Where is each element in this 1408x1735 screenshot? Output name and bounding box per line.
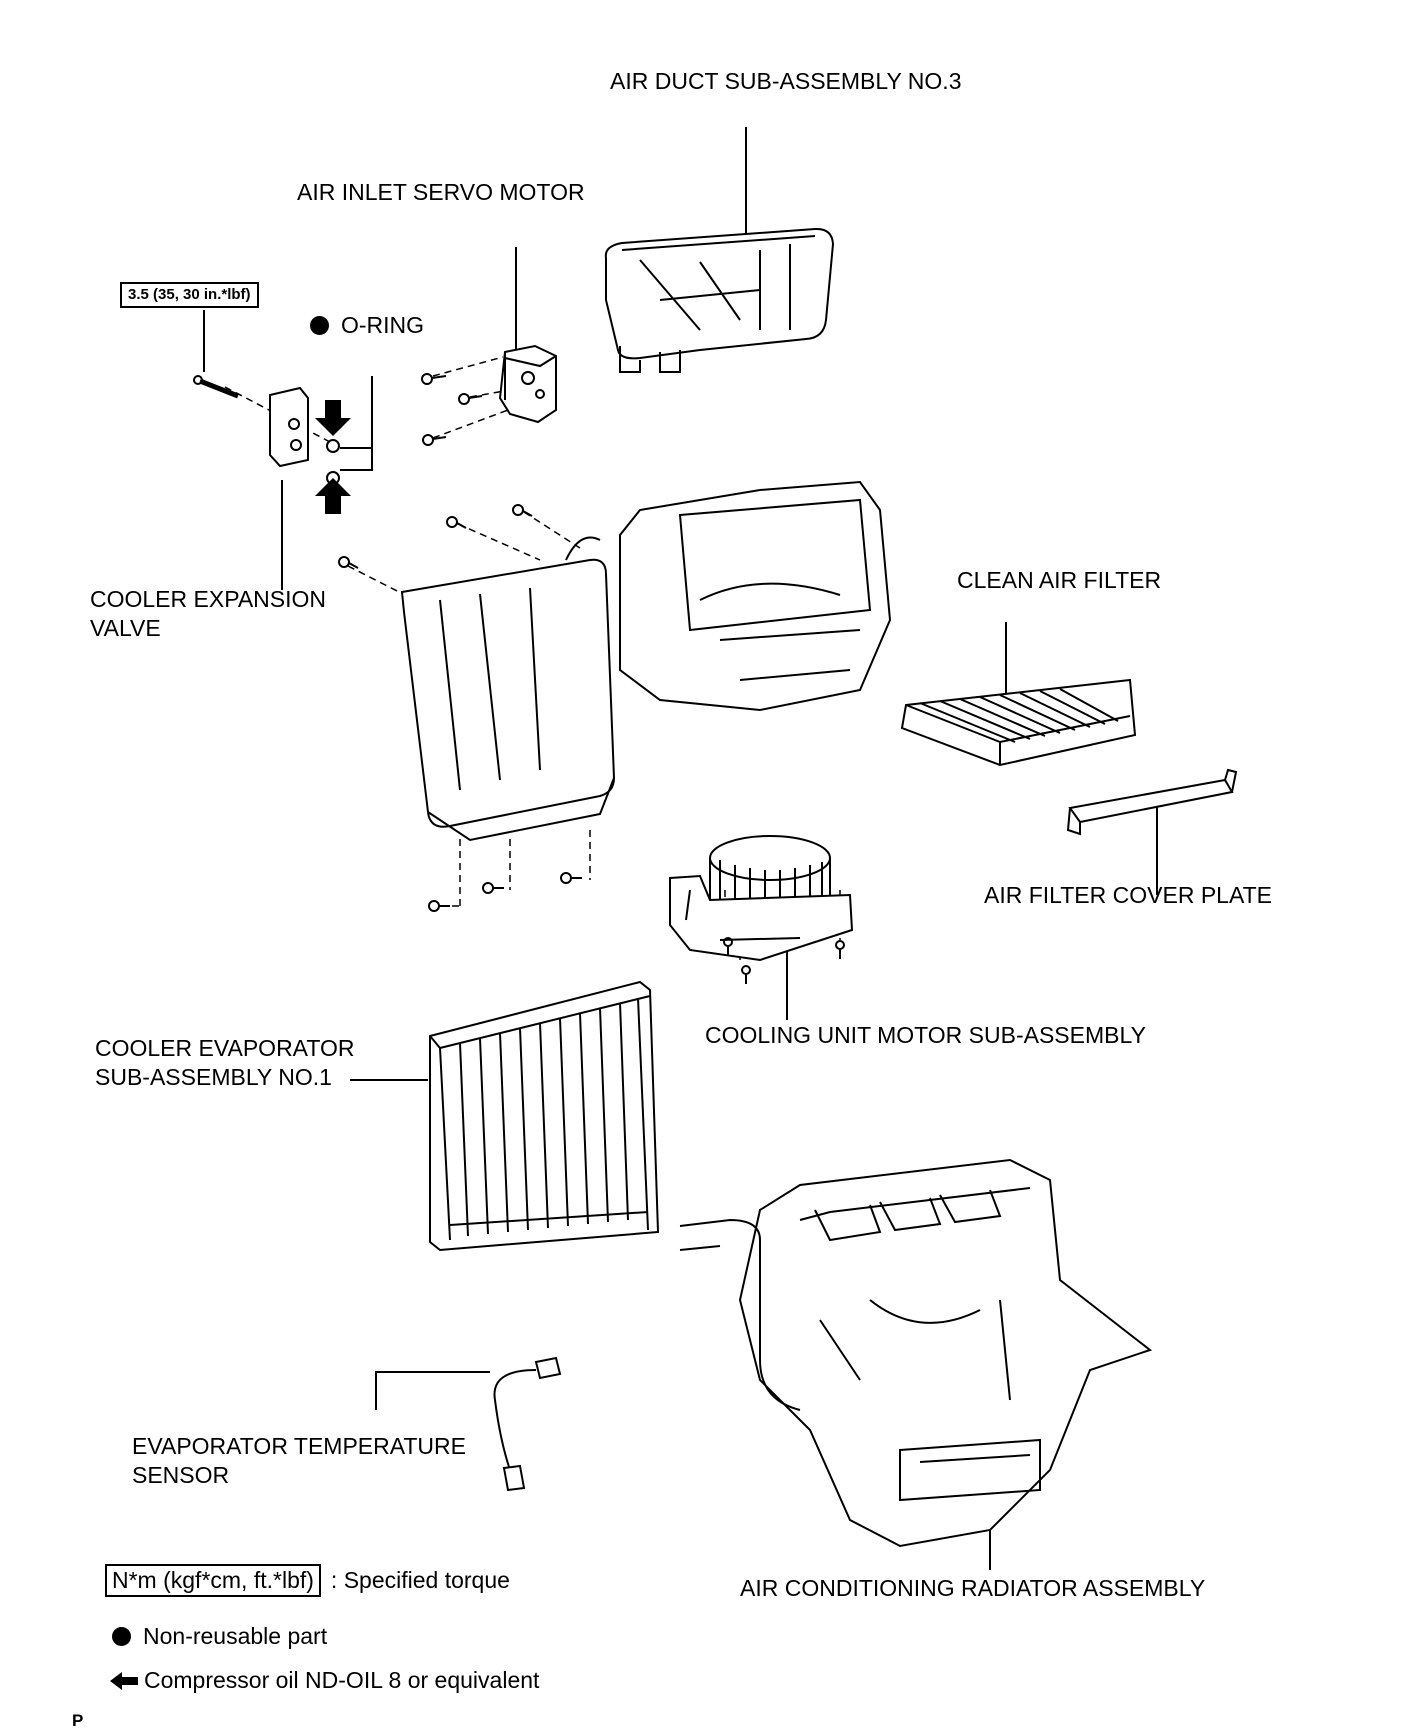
label-servo-motor: AIR INLET SERVO MOTOR — [297, 179, 585, 205]
oil-arrows — [315, 400, 351, 514]
legend-compressor-oil: Compressor oil ND-OIL 8 or equivalent — [110, 1666, 539, 1695]
label-o-ring: O-RING — [310, 311, 424, 340]
case-screws — [338, 504, 582, 912]
legend-torque-desc: : Specified torque — [330, 1567, 510, 1593]
legend-torque: N*m (kgf*cm, ft.*lbf) : Specified torque — [105, 1564, 510, 1597]
legend-non-reusable-text: Non-reusable part — [143, 1623, 328, 1649]
label-air-duct: AIR DUCT SUB-ASSEMBLY NO.3 — [610, 68, 962, 94]
blower-screws — [723, 937, 845, 984]
blower-motor-illustration — [669, 835, 854, 962]
torque-spec-box: 3.5 (35, 30 in.*lbf) — [120, 282, 259, 308]
label-temp-sensor-line2: SENSOR — [132, 1462, 230, 1488]
oil-arrow-icon — [110, 1671, 138, 1690]
legend-torque-unit: N*m (kgf*cm, ft.*lbf) — [105, 1564, 321, 1597]
non-reusable-dot-icon — [310, 316, 329, 335]
legend-compressor-oil-text: Compressor oil ND-OIL 8 or equivalent — [144, 1667, 540, 1693]
label-expansion-valve-line1: COOLER EXPANSION — [90, 586, 327, 612]
label-temp-sensor-line1: EVAPORATOR TEMPERATURE — [132, 1433, 466, 1459]
label-evaporator-line1: COOLER EVAPORATOR — [95, 1035, 355, 1061]
label-filter-cover-plate: AIR FILTER COVER PLATE — [984, 882, 1272, 908]
o-ring-markers — [326, 439, 340, 485]
leader-lines — [203, 127, 1158, 1570]
non-reusable-dot-icon — [112, 1627, 131, 1646]
label-radiator-assembly: AIR CONDITIONING RADIATOR ASSEMBLY — [740, 1575, 1206, 1601]
temp-sensor-illustration — [493, 1356, 562, 1492]
evaporator-illustration — [429, 980, 660, 1252]
servo-motor-illustration — [498, 344, 557, 424]
air-duct-illustration — [604, 227, 835, 373]
radiator-assembly-illustration — [679, 1158, 1153, 1548]
label-expansion-valve-line2: VALVE — [90, 615, 161, 641]
clean-air-filter-illustration — [900, 678, 1137, 767]
expansion-valve-illustration — [193, 375, 309, 468]
servo-screws — [421, 373, 483, 446]
filter-cover-plate-illustration — [1066, 768, 1238, 836]
label-evaporator-line2: SUB-ASSEMBLY NO.1 — [95, 1064, 332, 1090]
label-motor-subassembly: COOLING UNIT MOTOR SUB-ASSEMBLY — [705, 1022, 1146, 1048]
legend-non-reusable: Non-reusable part — [112, 1622, 327, 1651]
label-clean-air-filter: CLEAN AIR FILTER — [957, 567, 1162, 593]
o-ring-text: O-RING — [341, 312, 425, 338]
footer-code: P — [72, 1711, 84, 1730]
cooling-unit-case-illustration — [400, 480, 892, 842]
